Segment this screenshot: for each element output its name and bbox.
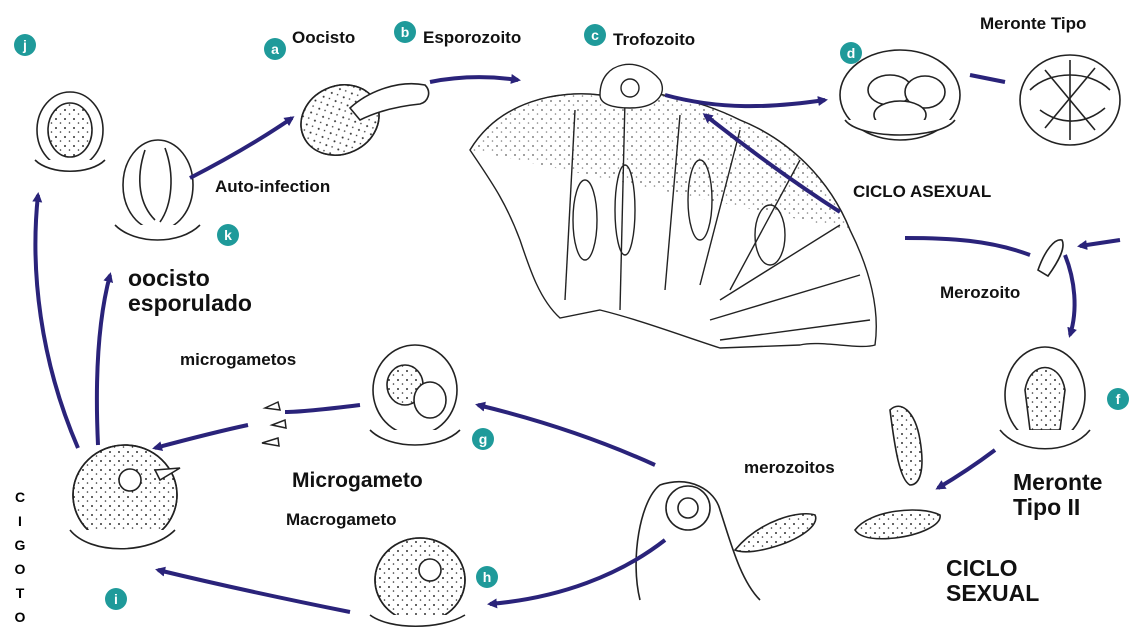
label-trofozoito: Trofozoito bbox=[613, 31, 695, 50]
label-oocisto: Oocisto bbox=[292, 29, 355, 48]
label-microgameto: Microgameto bbox=[292, 469, 423, 492]
badge-k: k bbox=[217, 224, 239, 246]
oocyst-figure bbox=[289, 72, 428, 167]
type-i-meront-segmented-figure bbox=[1020, 55, 1120, 145]
label-microgametos: microgametos bbox=[180, 351, 296, 370]
sporulated-oocyst-figure bbox=[115, 140, 200, 240]
label-macrogameto: Macrogameto bbox=[286, 511, 397, 530]
label-meronte-tipo: Meronte Tipo bbox=[980, 15, 1086, 34]
badge-d: d bbox=[840, 42, 862, 64]
microgamont-figure bbox=[370, 345, 460, 445]
free-merozoites-figure bbox=[855, 406, 940, 538]
label-auto-infection: Auto-infection bbox=[215, 178, 330, 197]
cigoto-letter: I bbox=[10, 509, 30, 533]
cigoto-letter: G bbox=[10, 533, 30, 557]
badge-c: c bbox=[584, 24, 606, 46]
intestinal-epithelium bbox=[470, 64, 876, 348]
badge-b: b bbox=[394, 21, 416, 43]
microgametes-figure bbox=[262, 402, 286, 446]
badge-f: f bbox=[1107, 388, 1129, 410]
label-merozoito: Merozoito bbox=[940, 284, 1020, 303]
badge-g: g bbox=[472, 428, 494, 450]
cigoto-letter: C bbox=[10, 485, 30, 509]
cigoto-letter: O bbox=[10, 557, 30, 581]
cigoto-letter: T bbox=[10, 581, 30, 605]
cigoto-letter: O bbox=[10, 605, 30, 629]
zygote-figure bbox=[70, 445, 180, 549]
macrogamont-figure bbox=[370, 538, 465, 626]
badge-i: i bbox=[105, 588, 127, 610]
type-i-meront-figure bbox=[840, 50, 960, 140]
label-meronte-tipo-ii: Meronte Tipo II bbox=[1013, 470, 1102, 521]
badge-h: h bbox=[476, 566, 498, 588]
label-esporozoito: Esporozoito bbox=[423, 29, 521, 48]
merozoite-figure bbox=[1038, 240, 1063, 276]
badge-a: a bbox=[264, 38, 286, 60]
label-merozoitos: merozoitos bbox=[744, 459, 835, 478]
label-ciclo-asexual: CICLO ASEXUAL bbox=[853, 183, 991, 202]
label-cigoto: C I G O T O bbox=[10, 485, 30, 629]
label-ciclo-sexual: CICLO SEXUAL bbox=[946, 556, 1039, 607]
label-oocisto-esporulado: oocisto esporulado bbox=[128, 266, 252, 317]
type-ii-meront-figure bbox=[1000, 347, 1090, 449]
thin-wall-oocyst-figure bbox=[35, 92, 105, 171]
badge-j: j bbox=[14, 34, 36, 56]
